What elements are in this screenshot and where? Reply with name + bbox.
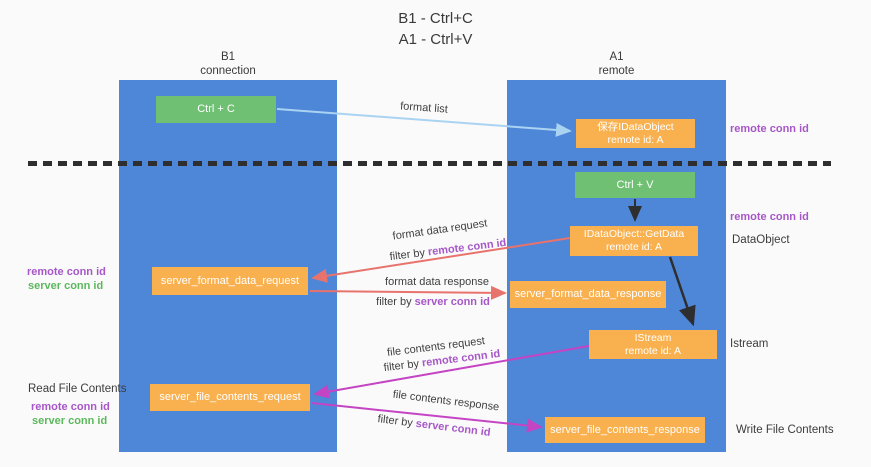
server-format-data-request-label: server_format_data_request bbox=[160, 274, 300, 287]
right-column-role: remote bbox=[598, 65, 635, 77]
istream-label: Istream bbox=[730, 338, 769, 350]
format-data-response-annotation: format data response bbox=[385, 276, 489, 288]
left-column-role: connection bbox=[200, 65, 256, 77]
server-conn-id-label-left-2: server conn id bbox=[32, 415, 108, 427]
filter-by-remote-conn-id-annotation-1: filter by remote conn id bbox=[389, 236, 507, 264]
istream-line2: remote id: A bbox=[624, 344, 682, 357]
file-contents-response-annotation: file contents response bbox=[392, 388, 500, 414]
remote-conn-id-label-right-2: remote conn id bbox=[730, 211, 809, 223]
server-format-data-request-node: server_format_data_request bbox=[152, 267, 308, 295]
server-format-data-response-label: server_format_data_response bbox=[514, 288, 662, 300]
diagram-title: B1 - Ctrl+C A1 - Ctrl+V bbox=[0, 8, 871, 50]
left-column-name: B1 bbox=[220, 51, 236, 63]
dataobject-label: DataObject bbox=[732, 234, 790, 246]
server-file-contents-response-label: server_file_contents_response bbox=[550, 423, 700, 436]
getdata-line1: IDataObject::GetData bbox=[583, 228, 685, 240]
right-column-name: A1 bbox=[609, 51, 624, 63]
write-file-contents-label: Write File Contents bbox=[736, 424, 834, 436]
istream-node: IStream remote id: A bbox=[589, 330, 717, 359]
save-idataobject-node: 保存IDataObject remote id: A bbox=[576, 119, 695, 148]
save-idataobject-line1: 保存IDataObject bbox=[597, 120, 674, 133]
remote-conn-id-label-left-2: remote conn id bbox=[31, 401, 110, 413]
format-list-annotation: format list bbox=[399, 100, 449, 116]
idataobject-getdata-node: IDataObject::GetData remote id: A bbox=[570, 226, 698, 256]
save-idataobject-line2: remote id: A bbox=[607, 133, 664, 146]
server-file-contents-request-label: server_file_contents_request bbox=[159, 391, 301, 403]
filter-by-server-conn-id-annotation-2: filter by server conn id bbox=[376, 413, 492, 439]
istream-line1: IStream bbox=[634, 331, 672, 344]
server-conn-id-label-left-1: server conn id bbox=[28, 280, 104, 292]
server-file-contents-request-node: server_file_contents_request bbox=[150, 384, 310, 411]
title-line-2: A1 - Ctrl+V bbox=[398, 31, 473, 48]
ctrl-c-label: Ctrl + C bbox=[197, 103, 235, 115]
title-line-1: B1 - Ctrl+C bbox=[398, 10, 473, 27]
left-column-header: B1 connection bbox=[119, 50, 337, 78]
server-file-contents-response-node: server_file_contents_response bbox=[545, 417, 705, 443]
remote-conn-id-label-right-1: remote conn id bbox=[730, 123, 809, 135]
server-format-data-response-node: server_format_data_response bbox=[510, 281, 666, 308]
ctrl-v-node: Ctrl + V bbox=[575, 172, 695, 198]
format-data-request-annotation: format data request bbox=[391, 217, 489, 243]
remote-conn-id-label-left-1: remote conn id bbox=[27, 266, 106, 278]
filter-by-server-conn-id-annotation-1: filter by server conn id bbox=[376, 296, 490, 308]
ctrl-v-label: Ctrl + V bbox=[616, 178, 654, 191]
format-data-response-arrow bbox=[309, 285, 507, 300]
ctrl-c-node: Ctrl + C bbox=[156, 96, 276, 123]
getdata-line2: remote id: A bbox=[605, 241, 663, 253]
right-column-header: A1 remote bbox=[507, 50, 726, 78]
read-file-contents-label: Read File Contents bbox=[28, 383, 127, 395]
